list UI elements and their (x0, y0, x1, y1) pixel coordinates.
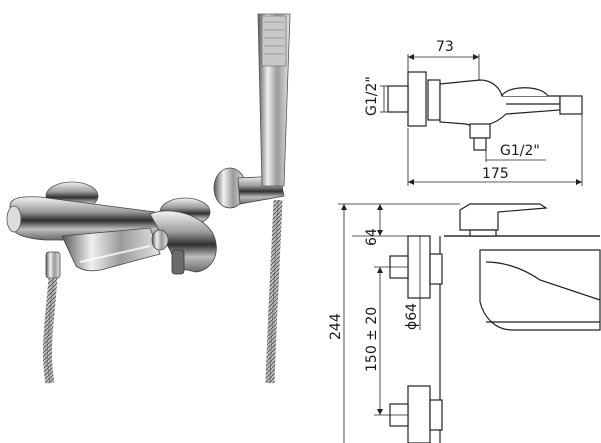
dim-top-width: 73 (436, 39, 454, 55)
dim-rosette-diameter: ϕ64 (404, 303, 420, 330)
dim-inlet-left: G1/2" (364, 76, 380, 116)
dim-height-upper: 64 (364, 228, 380, 246)
mixer-photo (6, 181, 217, 384)
hand-shower-photo (213, 13, 291, 384)
side-view-drawing (338, 203, 601, 443)
top-view-drawing (380, 54, 583, 186)
dim-top-total: 175 (482, 166, 509, 182)
spout (61, 227, 161, 272)
dim-centers: 150 ± 20 (364, 307, 380, 372)
dim-inlet-bottom: G1/2" (500, 143, 540, 159)
lever-handle (149, 210, 217, 273)
dim-total-height: 244 (328, 313, 344, 340)
